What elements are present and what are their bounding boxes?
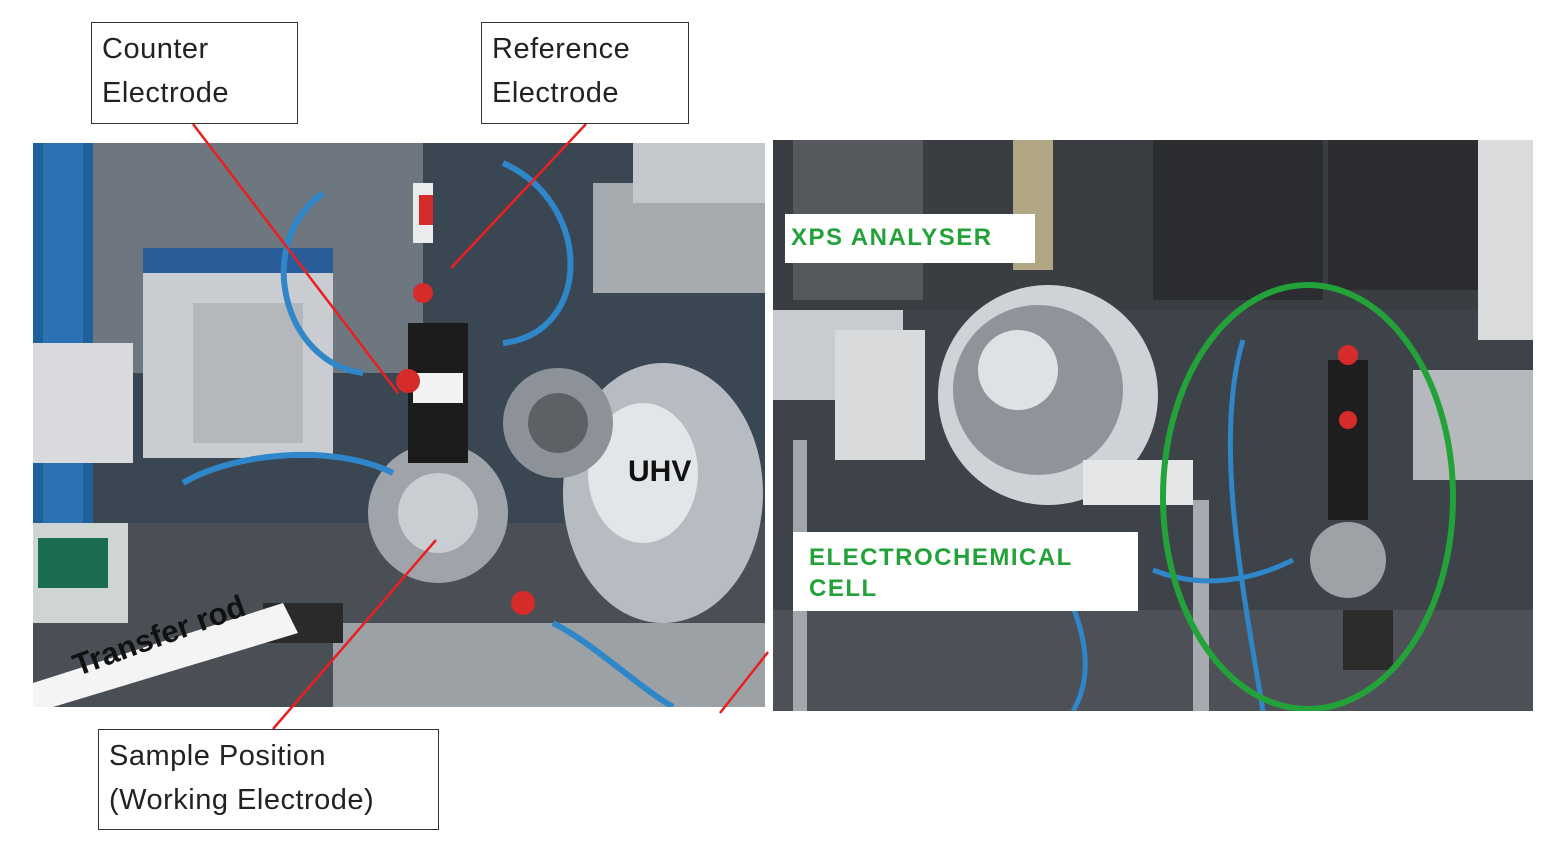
xps-analyser-label: XPS ANALYSER	[785, 214, 1035, 263]
reference-electrode-line1: Reference	[492, 33, 631, 65]
counter-electrode-line2: Electrode	[102, 77, 230, 109]
uhv-label: UHV	[628, 455, 692, 488]
sample-position-callout: Sample Position (Working Electrode)	[98, 729, 439, 830]
counter-electrode-line1: Counter	[102, 33, 209, 65]
reference-electrode-callout: Reference Electrode	[481, 22, 689, 124]
electrochemical-cell-line1: ELECTROCHEMICAL	[809, 544, 1073, 571]
sample-position-line1: Sample Position	[109, 740, 327, 772]
electrochemical-cell-label: ELECTROCHEMICAL CELL	[793, 532, 1138, 611]
left-apparatus-photo	[33, 143, 765, 707]
reference-electrode-line2: Electrode	[492, 77, 620, 109]
left-photo-illustration	[33, 143, 765, 707]
electrochemical-cell-line2: CELL	[809, 575, 878, 602]
sample-position-line2: (Working Electrode)	[109, 784, 375, 816]
counter-electrode-callout: Counter Electrode	[91, 22, 298, 124]
